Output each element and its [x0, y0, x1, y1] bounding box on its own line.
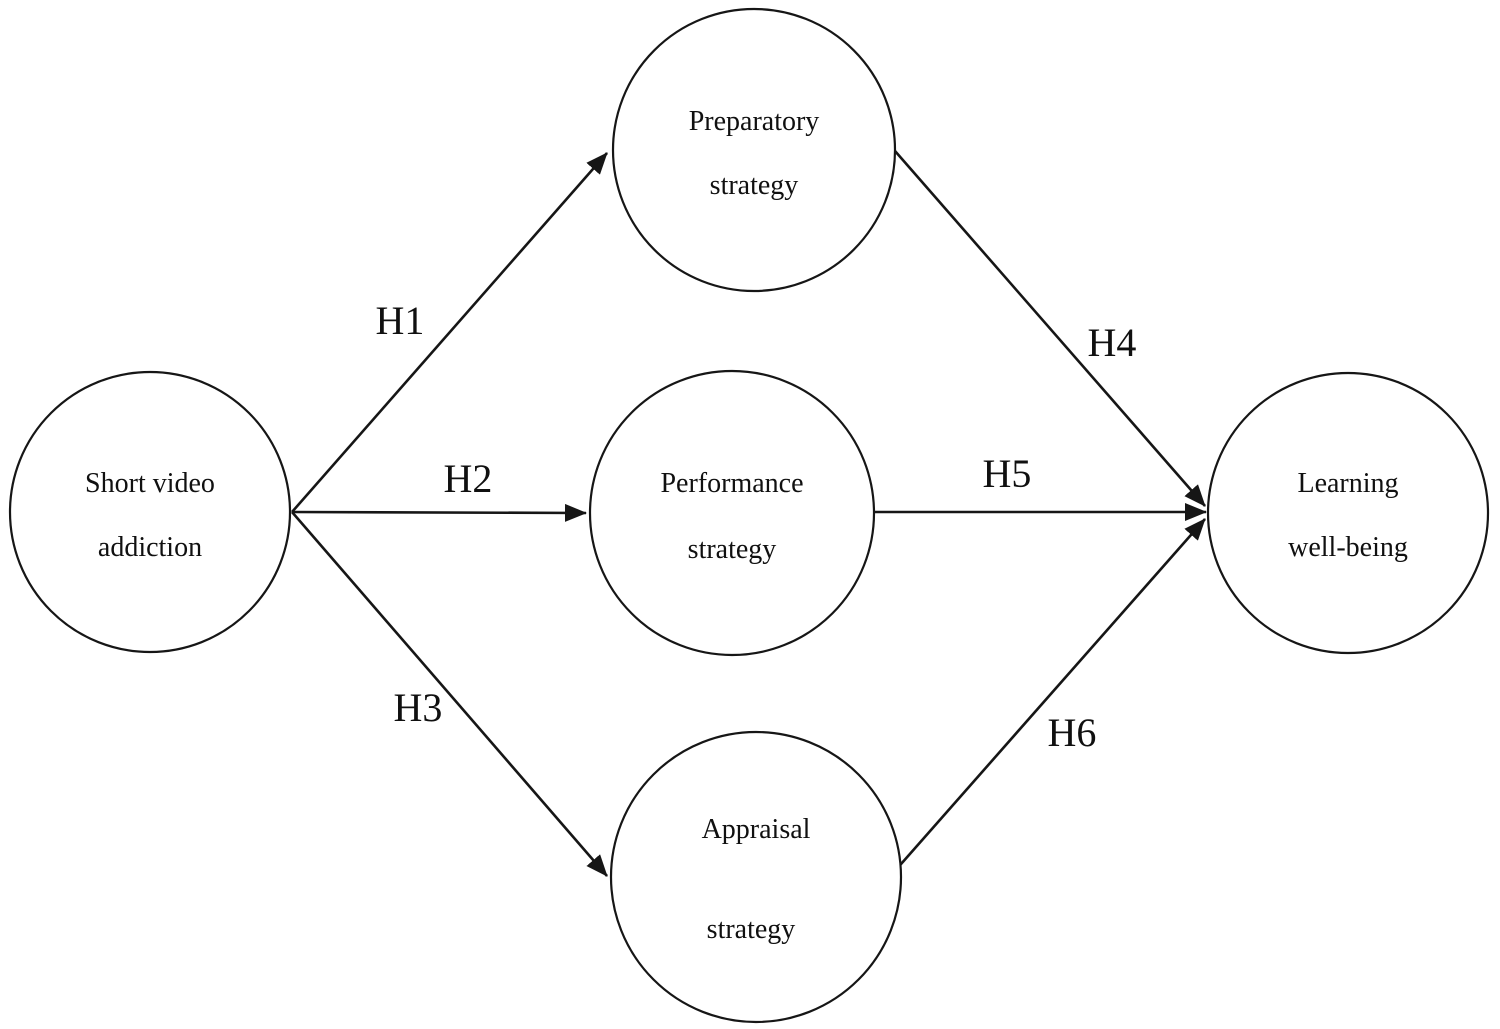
- node-performance-strategy: Performance strategy: [588, 369, 876, 657]
- node-performance-strategy-circle: [588, 369, 876, 657]
- edges: [291, 150, 1207, 877]
- edge-h1-arrow: [291, 152, 608, 513]
- edge-h6-arrow: [893, 518, 1206, 873]
- edge-label-h3: H3: [394, 685, 443, 730]
- node-learning-well-being: Learning well-being: [1206, 371, 1490, 655]
- edge-label-h4: H4: [1088, 320, 1137, 365]
- edge-label-h2: H2: [444, 456, 493, 501]
- node-appraisal-strategy: Appraisal strategy: [609, 730, 903, 1024]
- node-appraisal-strategy-label-line2: strategy: [707, 914, 796, 945]
- edge-h4-arrow: [894, 150, 1206, 507]
- edge-label-h6: H6: [1048, 710, 1097, 755]
- node-short-video-addiction: Short video addiction: [8, 370, 292, 654]
- node-preparatory-strategy-label-line1: Preparatory: [689, 106, 820, 137]
- edge-labels: H1 H2 H3 H4 H5 H6: [376, 298, 1137, 755]
- node-appraisal-strategy-circle: [609, 730, 903, 1024]
- node-preparatory-strategy-label-line2: strategy: [710, 170, 799, 201]
- node-learning-well-being-label-line1: Learning: [1297, 468, 1398, 499]
- edge-h3-arrow: [291, 511, 608, 877]
- node-learning-well-being-label-line2: well-being: [1288, 532, 1408, 563]
- edge-h2-arrow: [291, 503, 587, 522]
- node-short-video-addiction-label-line1: Short video: [85, 468, 215, 499]
- edge-label-h1: H1: [376, 298, 425, 343]
- node-performance-strategy-label-line1: Performance: [660, 468, 803, 499]
- node-short-video-addiction-label-line2: addiction: [98, 532, 202, 563]
- node-appraisal-strategy-label-line1: Appraisal: [702, 814, 811, 845]
- node-preparatory-strategy-circle: [611, 7, 897, 293]
- edge-label-h5: H5: [983, 451, 1032, 496]
- node-short-video-addiction-circle: [8, 370, 292, 654]
- node-performance-strategy-label-line2: strategy: [688, 534, 777, 565]
- node-learning-well-being-circle: [1206, 371, 1490, 655]
- node-preparatory-strategy: Preparatory strategy: [611, 7, 897, 293]
